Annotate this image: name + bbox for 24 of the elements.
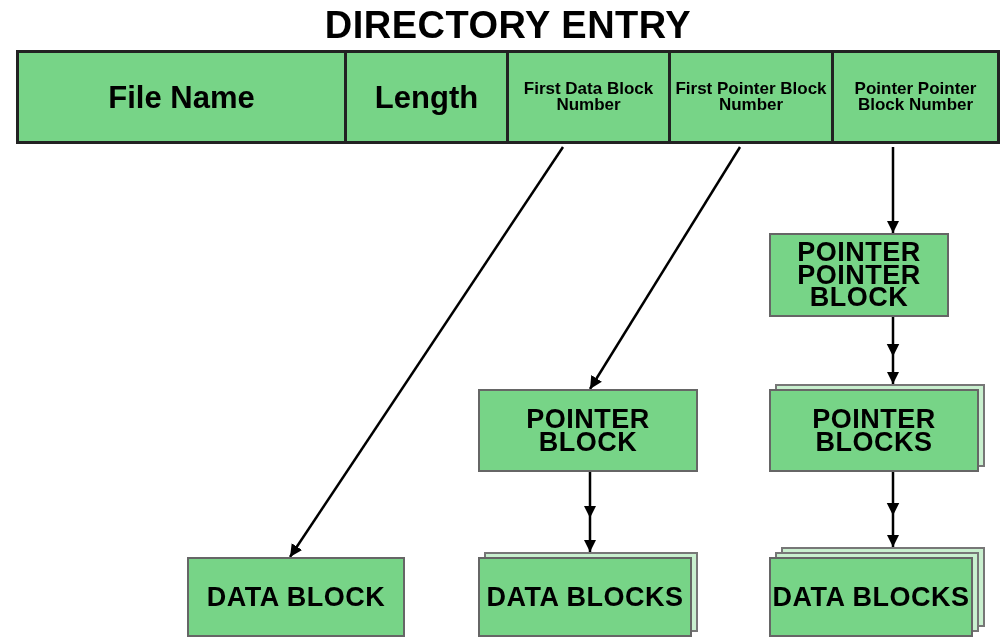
block-label: POINTER POINTER BLOCK [796, 240, 922, 310]
arrow [288, 146, 565, 558]
block-box [478, 557, 692, 637]
arrow [886, 472, 900, 547]
field-label: First Data Block Number [522, 80, 655, 114]
block-label: DATA BLOCK [206, 585, 386, 609]
block-box [769, 233, 949, 317]
record-heading: DIRECTORY ENTRY [324, 3, 692, 48]
block-label: DATA BLOCKS [486, 585, 684, 609]
field-label: Length [374, 81, 479, 113]
block-box [478, 389, 698, 472]
arrow [886, 317, 900, 384]
block-label: POINTER BLOCK [525, 407, 651, 454]
arrow [588, 146, 742, 390]
arrow [584, 472, 596, 552]
field-label: First Pointer Block Number [674, 80, 828, 114]
block-box [187, 557, 405, 637]
arrow [886, 147, 900, 233]
block-label: POINTER BLOCKS [811, 407, 937, 454]
field-label: Pointer Pointer Block Number [853, 80, 978, 114]
block-label: DATA BLOCKS [772, 585, 970, 609]
block-box [769, 389, 979, 472]
block-box [769, 557, 973, 637]
field-label: File Name [108, 81, 255, 113]
